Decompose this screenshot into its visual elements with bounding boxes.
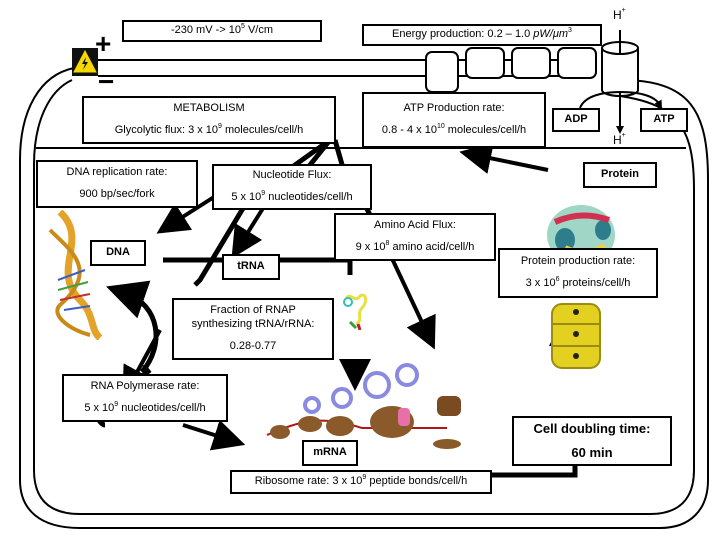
translation-ribosome-image (262, 360, 462, 450)
atp-production-box: ATP Production rate: 0.8 - 4 x 1010 mole… (362, 92, 546, 148)
rna-polymerase-box: RNA Polymerase rate: 5 x 109 nucleotides… (62, 374, 228, 422)
dna-replication-arrow (106, 280, 159, 374)
membrane-potential-box: -230 mV -> 105 V/cm (122, 20, 322, 42)
electron-transport-chain (425, 47, 597, 93)
nucleotide-flux-box: Nucleotide Flux: 5 x 109 nucleotides/cel… (212, 164, 372, 210)
proton-top-label: H+ (613, 7, 626, 22)
metabolism-box: METABOLISM Glycolytic flux: 3 x 109 mole… (82, 96, 336, 144)
protein-label-box: Protein (583, 162, 657, 188)
adp-box: ADP (552, 108, 600, 132)
ribosome-rate-box: Ribosome rate: 3 x 109 peptide bonds/cel… (230, 470, 492, 494)
dna-helix-image (40, 209, 110, 341)
amino-acid-flux-box: Amino Acid Flux: 9 x 108 amino acid/cell… (334, 213, 496, 261)
trna-structure-image (342, 290, 372, 331)
atp-synthase (579, 30, 662, 134)
high-voltage-icon (72, 48, 98, 76)
mrna-label-box: mRNA (302, 440, 358, 466)
plus-sign: + (95, 28, 112, 59)
minus-sign: − (98, 66, 115, 97)
proton-bottom-label: H+ (613, 132, 626, 147)
protein-production-box: Protein production rate: 3 x 106 protein… (498, 248, 658, 298)
dna-replication-box: DNA replication rate: 900 bp/sec/fork (36, 160, 198, 208)
rnap-fraction-box: Fraction of RNAP synthesizing tRNA/rRNA:… (172, 298, 334, 360)
energy-production-box: Energy production: 0.2 – 1.0 pW/μm3 (362, 24, 602, 46)
dna-label-box: DNA (90, 240, 146, 266)
cell-doubling-box: Cell doubling time: 60 min (512, 416, 672, 466)
chaperone-structure-image (548, 300, 604, 372)
atp-box: ATP (640, 108, 688, 132)
trna-label-box: tRNA (222, 254, 280, 280)
